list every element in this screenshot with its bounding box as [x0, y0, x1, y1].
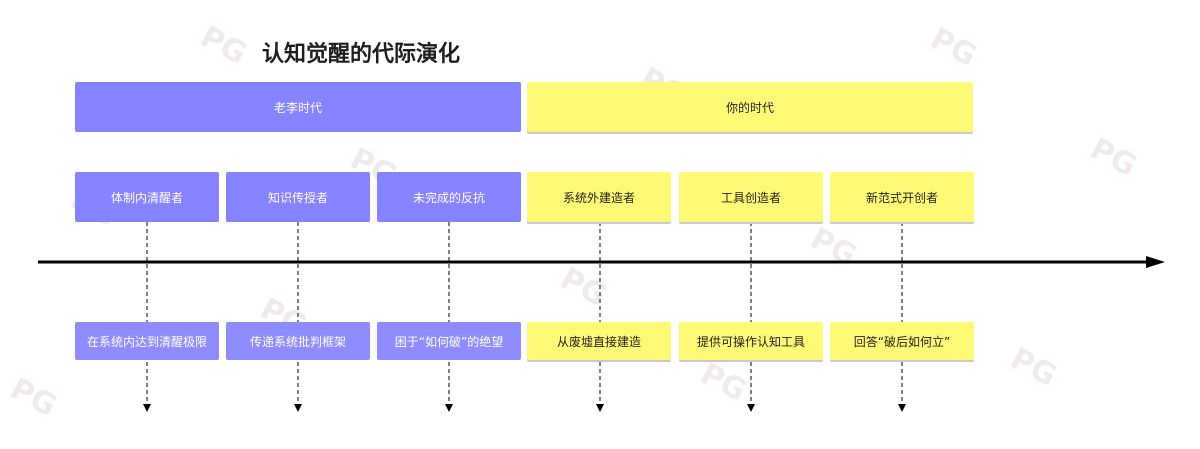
role-box-5: 工具创造者	[679, 172, 823, 222]
desc-box-1: 在系统内达到清醒极限	[75, 322, 219, 360]
desc-box-4: 从废墟直接建造	[527, 322, 671, 360]
era-old-label: 老李时代	[273, 100, 322, 115]
era-new-label: 你的时代	[725, 100, 774, 115]
timeline-arrowhead	[1146, 256, 1165, 268]
role-box-1: 体制内清醒者	[75, 172, 219, 222]
role-box-3: 未完成的反抗	[377, 172, 521, 222]
desc-box-3: 困于“如何破”的绝望	[377, 322, 521, 360]
role-box-6: 新范式开创者	[830, 172, 974, 222]
role-box-4: 系统外建造者	[527, 172, 671, 222]
era-new: 你的时代	[527, 82, 973, 132]
diagram-title: 认知觉醒的代际演化	[262, 42, 461, 67]
role-box-2: 知识传授者	[226, 172, 370, 222]
desc-box-5: 提供可操作认知工具	[679, 322, 823, 360]
era-old: 老李时代	[75, 82, 521, 132]
desc-box-6: 回答“破后如何立”	[830, 322, 974, 360]
desc-box-2: 传递系统批判框架	[226, 322, 370, 360]
